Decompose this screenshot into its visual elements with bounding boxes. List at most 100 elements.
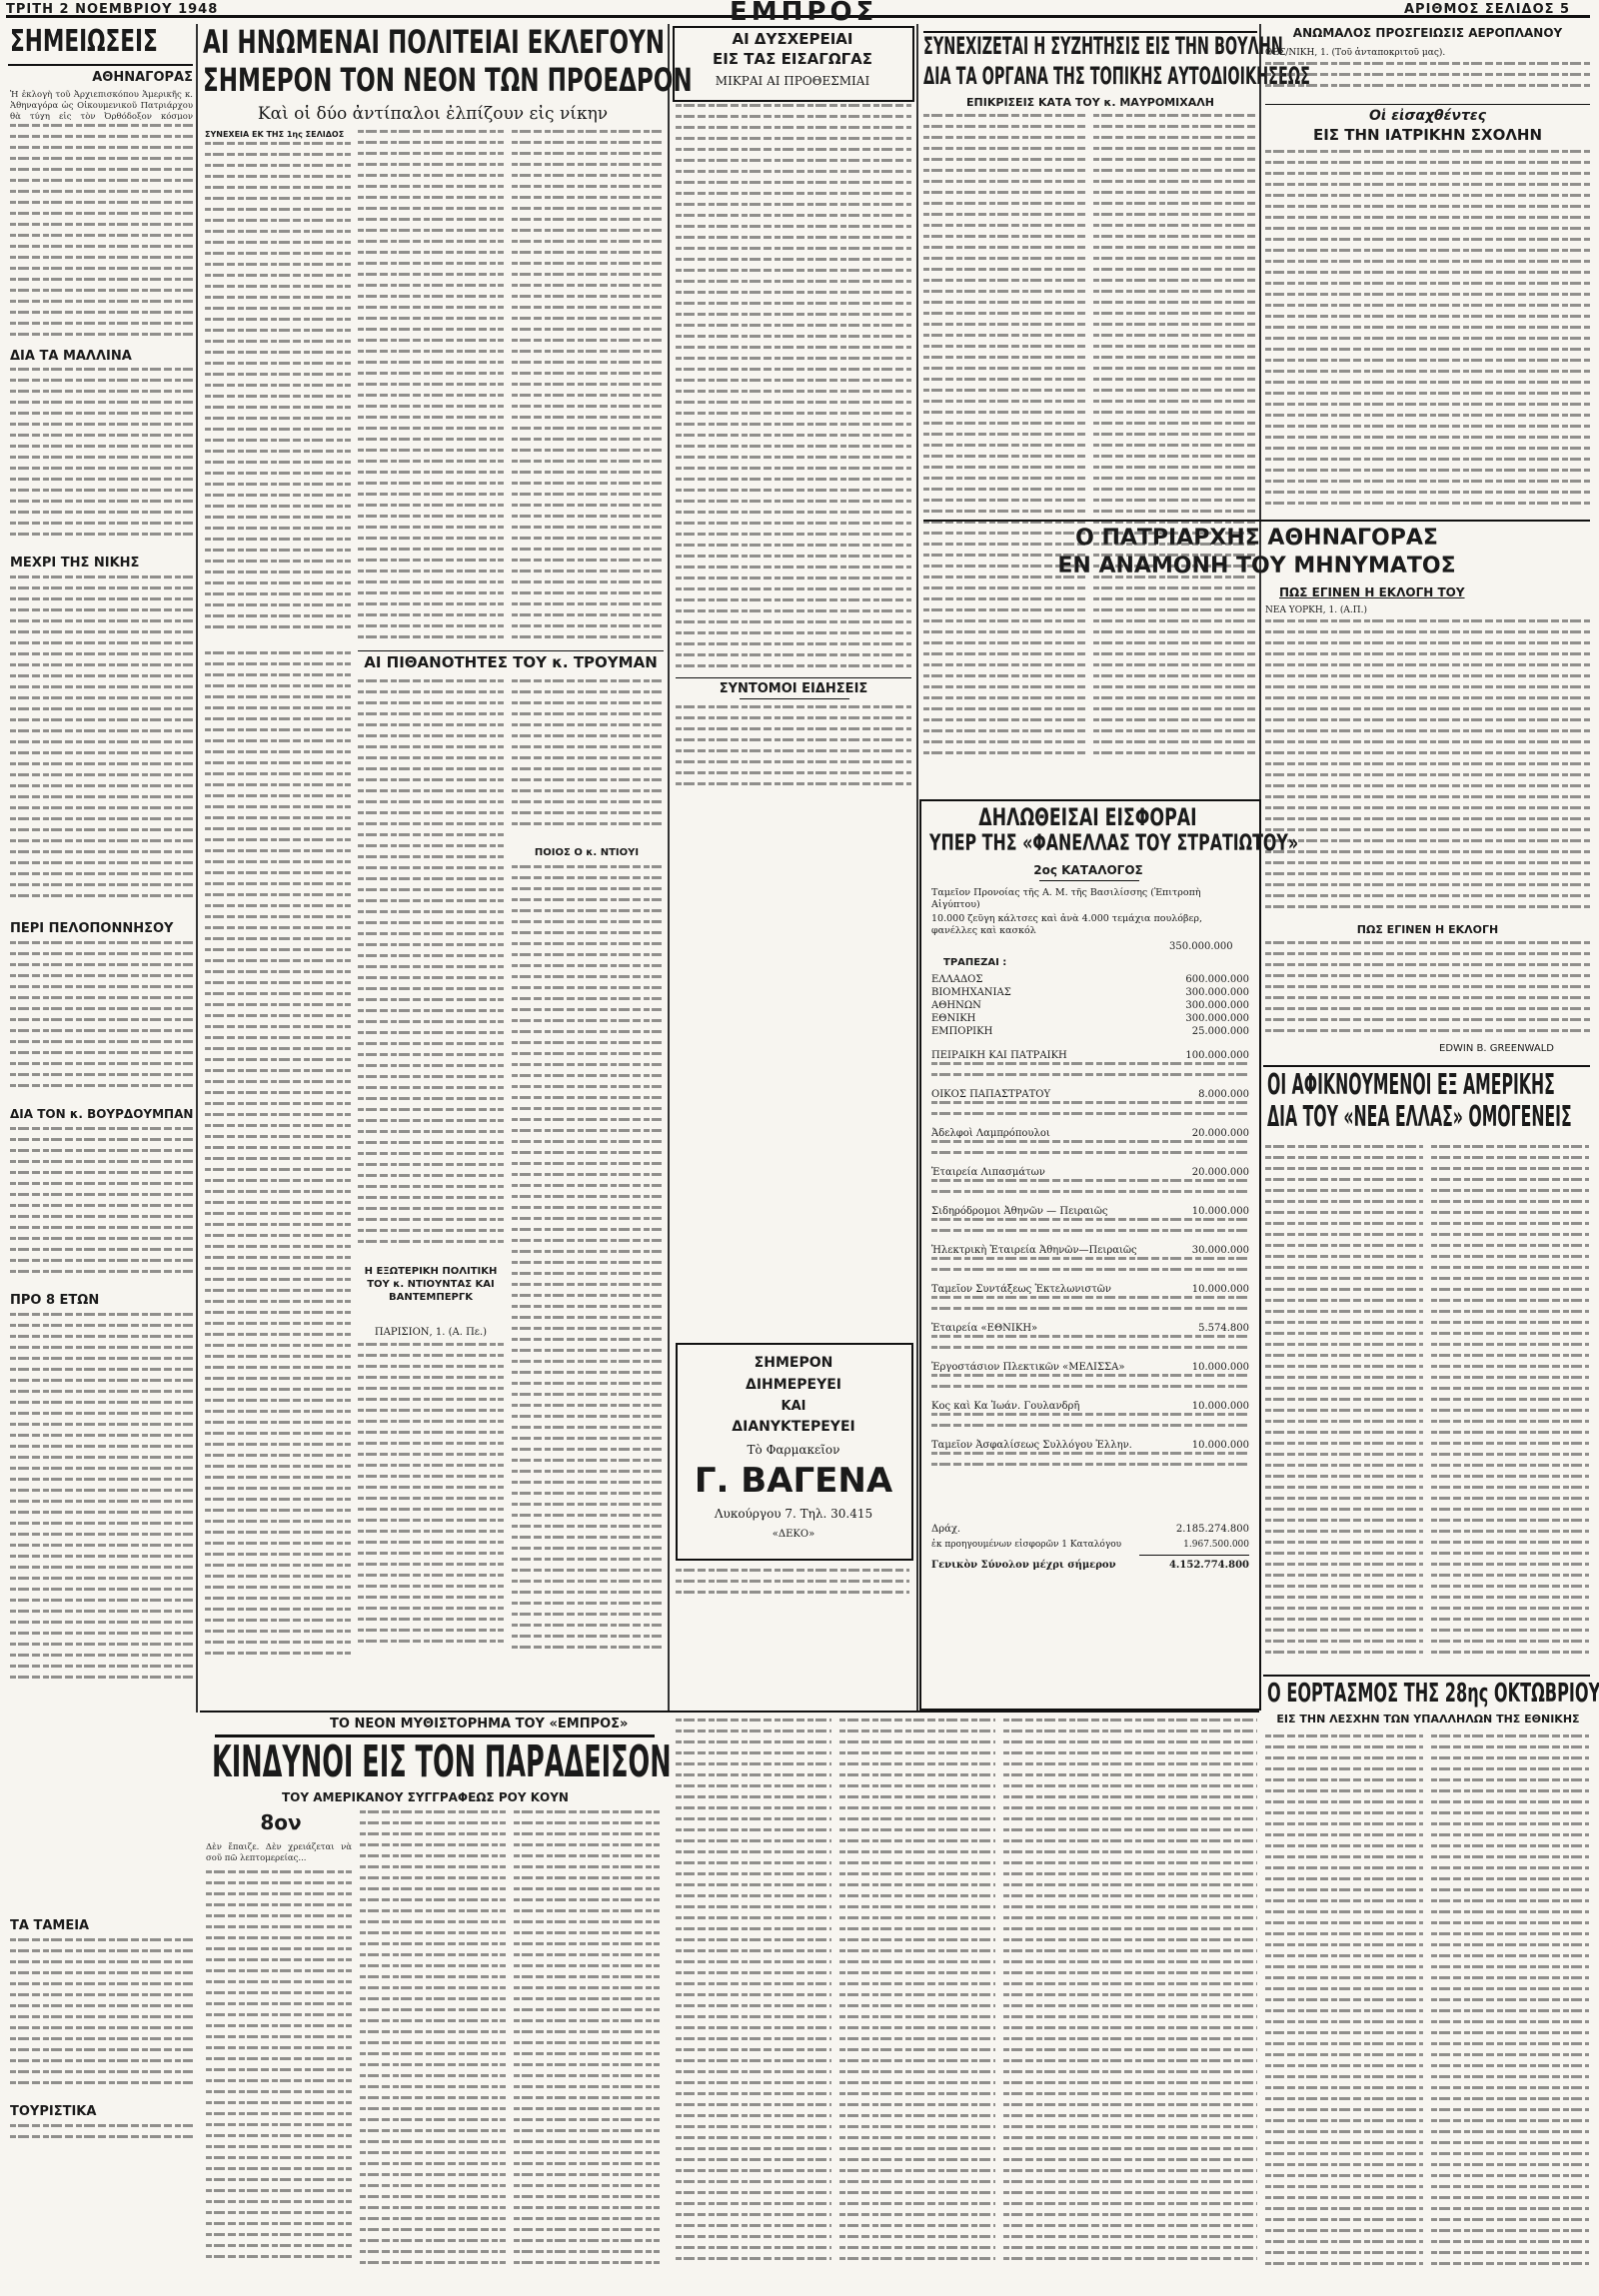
serial-rule — [200, 1711, 1259, 1713]
parliament-subhead: ΕΠΙΚΡΙΣΕΙΣ ΚΑΤΑ ΤΟΥ κ. ΜΑΥΡΟΜΙΧΑΛΗ — [966, 96, 1214, 109]
banks-name: ΒΙΟΜΗΧΑΝΙΑΣ — [931, 987, 1011, 998]
foreign-policy-box-body — [358, 1343, 504, 1663]
celebration-rule — [1263, 1675, 1590, 1677]
notes-body-text — [10, 2124, 193, 2154]
contribution-detail-text — [931, 1062, 1249, 1088]
notes-body-text — [10, 1127, 193, 1287]
notes-body-text — [10, 575, 193, 915]
banks-amount: 25.000.000 — [1191, 1026, 1249, 1037]
banks-name: ΕΛΛΑΔΟΣ — [931, 974, 983, 985]
pharmacy-address: Λυκούργου 7. Τηλ. 30.415 — [714, 1507, 873, 1521]
notes-section-athenagoras: ΑΘΗΝΑΓΟΡΑΣ — [92, 70, 193, 85]
contributions-title-line-1: ΔΗΛΩΘΕΙΣΑΙ ΕΙΣΦΟΡΑΙ — [978, 803, 1197, 831]
news-title-underline — [740, 698, 849, 699]
items-name: ΟΙΚΟΣ ΠΑΠΑΣΤΡΑΤΟΥ — [931, 1089, 1051, 1100]
short-news-title: ΣΥΝΤΟΜΟΙ ΕΙΔΗΣΕΙΣ — [719, 681, 868, 696]
banks-row: ΕΛΛΑΔΟΣ 600.000.000 — [931, 973, 1249, 986]
main-body-col-1b — [205, 651, 351, 1661]
parliament-body-col-2 — [1093, 114, 1255, 763]
main-body-col-2 — [358, 130, 504, 646]
column-divider — [668, 24, 670, 1713]
items-amount: 20.000.000 — [1191, 1167, 1249, 1178]
parliament-headline-line-1: ΣΥΝΕΧΙΖΕΤΑΙ Η ΣΥΖΗΤΗΣΙΣ ΕΙΣ ΤΗΝ ΒΟΥΛΗΝ — [923, 32, 1283, 60]
main-body-col-2b — [358, 679, 504, 1259]
items-amount: 10.000.000 — [1191, 1401, 1249, 1412]
serial-body-col-6 — [1003, 1719, 1257, 2274]
prev-amount: 1.967.500.000 — [1183, 1540, 1249, 1550]
main-subhead: Καὶ οἱ δύο ἀντίπαλοι ἐλπίζουν εἰς νίκην — [257, 104, 609, 124]
masthead-page-number: ΑΡΙΘΜΟΣ ΣΕΛΙΔΟΣ 5 — [1404, 2, 1571, 17]
notes-section-wool: ΔΙΑ ΤΑ ΜΑΛΛΙΝΑ — [10, 349, 132, 364]
contributions-prev-row: ἐκ προηγουμένων εἰσφορῶν 1 Καταλόγου 1.9… — [931, 1539, 1249, 1552]
prev-label: ἐκ προηγουμένων εἰσφορῶν 1 Καταλόγου — [931, 1540, 1122, 1550]
items-amount: 8.000.000 — [1198, 1089, 1249, 1100]
contributions-subtotal-row: Δράχ. 2.185.274.800 — [931, 1523, 1249, 1536]
contribution-detail-text — [931, 1179, 1249, 1205]
masthead-rule-top — [6, 15, 1590, 18]
items-name: Σιδηρόδρομοι Ἀθηνῶν — Πειραιῶς — [931, 1206, 1108, 1217]
serial-body-col-2 — [360, 1810, 506, 2274]
americans-rule — [1263, 1065, 1590, 1067]
imports-headline-line-1: ΑΙ ΔΥΣΧΕΡΕΙΑΙ — [732, 30, 853, 48]
plane-landing-headline: ΑΝΩΜΑΛΟΣ ΠΡΟΣΓΕΙΩΣΙΣ ΑΕΡΟΠΛΑΝΟΥ — [1292, 26, 1563, 40]
serial-title-rule — [215, 1734, 655, 1737]
contributions-catalog-label: 2ος ΚΑΤΑΛΟΓΟΣ — [1033, 863, 1143, 877]
masthead-date: ΤΡΙΤΗ 2 ΝΟΕΜΒΡΙΟΥ 1948 — [6, 2, 219, 17]
contributions-intro: Ταμεῖον Προνοίας τῆς Α. Μ. τῆς Βασιλίσση… — [931, 887, 1201, 910]
notes-section-peloponnese: ΠΕΡΙ ΠΕΛΟΠΟΝΝΗΣΟΥ — [10, 921, 174, 936]
imports-headline-box — [673, 26, 914, 102]
contribution-detail-text — [931, 1101, 1249, 1127]
parliament-headline-line-2: ΔΙΑ ΤΑ ΟΡΓΑΝΑ ΤΗΣ ΤΟΠΙΚΗΣ ΑΥΤΟΔΙΟΙΚΗΣΕΩΣ — [923, 62, 1310, 90]
banks-name: ΕΘΝΙΚΗ — [931, 1013, 976, 1024]
patriarch-byline: EDWIN B. GREENWALD — [1439, 1043, 1554, 1054]
celebration-body-col-2 — [1431, 1734, 1589, 2274]
notes-title-rule — [8, 64, 193, 66]
catalog-underline — [1039, 880, 1139, 881]
items-amount: 100.000.000 — [1185, 1050, 1249, 1061]
serial-body-col-5 — [839, 1719, 995, 2274]
medical-school-title-line-2: ΕΙΣ ΤΗΝ ΙΑΤΡΙΚΗΝ ΣΧΟΛΗΝ — [1312, 126, 1543, 144]
americans-body-col-2 — [1431, 1145, 1589, 1665]
patriarch-rule — [923, 520, 1590, 522]
notes-lead-text: Ἡ ἐκλογὴ τοῦ Ἀρχιεπισκόπου Ἀμερικῆς κ. Ἀ… — [10, 90, 193, 120]
patriarch-headline-line-2: ΕΝ ΑΝΑΜΟΝΗ ΤΟΥ ΜΗΝΥΜΑΤΟΣ — [1057, 554, 1456, 578]
notes-body-text — [10, 1938, 193, 2098]
news-rule — [676, 677, 911, 678]
imports-subhead: ΜΙΚΡΑΙ ΑΙ ΠΡΟΘΕΣΜΙΑΙ — [715, 74, 870, 88]
dewey-inset-title: ΠΟΙΟΣ Ο κ. ΝΤΙΟΥΙ — [534, 847, 640, 858]
subtotal-label: Δράχ. — [931, 1524, 961, 1535]
patriarch-body-a — [1265, 619, 1590, 919]
school-rule — [1265, 104, 1590, 105]
pharmacy-name: Γ. ΒΑΓΕΝΑ — [694, 1461, 893, 1501]
notes-section-victory: ΜΕΧΡΙ ΤΗΣ ΝΙΚΗΣ — [10, 556, 140, 571]
celebration-body-col-1 — [1265, 1734, 1423, 2274]
banks-amount: 300.000.000 — [1185, 1013, 1249, 1024]
items-name: Ἐργοστάσιον Πλεκτικῶν «ΜΕΛΙΣΣΑ» — [931, 1362, 1125, 1373]
items-amount: 30.000.000 — [1191, 1245, 1249, 1256]
items-row: ΟΙΚΟΣ ΠΑΠΑΣΤΡΑΤΟΥ 8.000.000 — [931, 1088, 1249, 1101]
imports-headline-line-2: ΕΙΣ ΤΑΣ ΕΙΣΑΓΩΓΑΣ — [712, 50, 872, 68]
pharmacy-day-service: ΔΙΗΜΕΡΕΥΕΙ — [746, 1377, 841, 1393]
patriarch-body-b — [1265, 941, 1590, 1041]
contributions-intro-amount: 350.000.000 — [1169, 941, 1233, 952]
dewey-inset-body — [512, 865, 662, 1665]
banks-amount: 300.000.000 — [1185, 1000, 1249, 1011]
subtotal-amount: 2.185.274.800 — [1175, 1524, 1249, 1535]
column-divider — [196, 24, 198, 1713]
pharmacy-today: ΣΗΜΕΡΟΝ — [754, 1355, 833, 1371]
plane-landing-dateline: ΘΕΣ/ΝΙΚΗ, 1. (Τοῦ ἀνταποκριτοῦ μας). — [1265, 48, 1446, 58]
banks-row: ΕΘΝΙΚΗ 300.000.000 — [931, 1012, 1249, 1025]
americans-headline-line-2: ΔΙΑ ΤΟΥ «ΝΕΑ ΕΛΛΑΣ» ΟΜΟΓΕΝΕΙΣ — [1267, 1100, 1572, 1133]
banks-amount: 600.000.000 — [1185, 974, 1249, 985]
contributions-total-row: Γενικὸν Σύνολον μέχρι σήμερον 4.152.774.… — [931, 1559, 1249, 1572]
items-row: Ταμεῖον Ἀσφαλίσεως Συλλόγου Ἐλλην.10.000… — [931, 1439, 1249, 1452]
notes-body-text — [10, 1313, 193, 1693]
americans-headline-line-1: ΟΙ ΑΦΙΚΝΟΥΜΕΝΟΙ ΕΞ ΑΜΕΡΙΚΗΣ — [1267, 1068, 1555, 1101]
